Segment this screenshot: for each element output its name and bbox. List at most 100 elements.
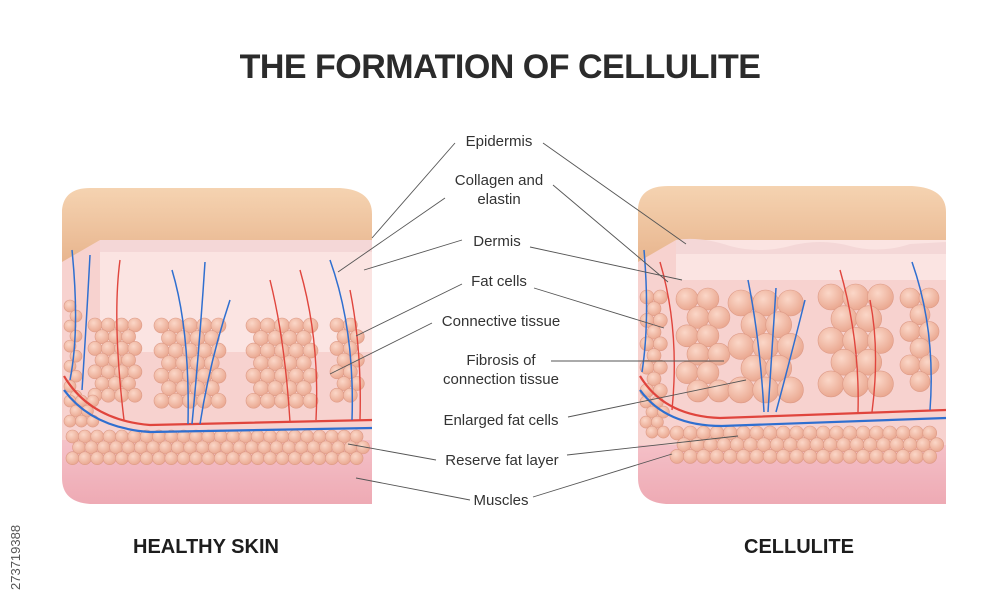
fat-cell bbox=[164, 451, 179, 466]
fat-cell bbox=[842, 449, 858, 464]
fat-cell bbox=[275, 451, 290, 466]
fat-cell bbox=[696, 287, 720, 311]
fat-cell bbox=[882, 449, 898, 464]
label-connective-tissue: Connective tissue bbox=[441, 313, 561, 330]
fat-cell bbox=[651, 415, 664, 429]
fat-cell bbox=[918, 354, 940, 376]
label-fibrosis: Fibrosis of connection tissue bbox=[443, 352, 559, 388]
fat-cell bbox=[295, 355, 312, 371]
healthy-skin-block bbox=[62, 188, 373, 504]
label-epidermis: Epidermis bbox=[465, 133, 533, 150]
fat-cell bbox=[201, 451, 216, 466]
fat-cell bbox=[802, 449, 818, 464]
fat-cell bbox=[652, 313, 668, 328]
fat-cell bbox=[762, 449, 778, 464]
fat-cell bbox=[652, 359, 668, 375]
fat-cell bbox=[736, 449, 751, 464]
fat-cell bbox=[295, 380, 312, 397]
fat-cell bbox=[842, 370, 870, 398]
label-dermis: Dermis bbox=[473, 233, 521, 250]
fat-cell bbox=[203, 380, 220, 397]
fat-cell bbox=[646, 348, 662, 363]
fat-cell bbox=[78, 451, 92, 466]
fat-cell bbox=[210, 317, 227, 334]
label-enlarged-fat-cells: Enlarged fat cells bbox=[443, 412, 559, 429]
fat-cell bbox=[765, 311, 793, 339]
fat-cell bbox=[245, 392, 262, 409]
fat-cell bbox=[707, 379, 731, 403]
fat-cell bbox=[127, 387, 143, 403]
fat-cell bbox=[652, 289, 668, 305]
fat-cell bbox=[337, 451, 352, 466]
fat-cell bbox=[213, 451, 228, 466]
fat-cell bbox=[189, 451, 203, 466]
fat-cell bbox=[153, 392, 170, 409]
fat-cell bbox=[645, 425, 659, 439]
cellulite-epidermis bbox=[638, 186, 946, 262]
fat-cell bbox=[312, 451, 327, 466]
fat-cell bbox=[342, 387, 358, 403]
fat-cell bbox=[707, 342, 731, 366]
healthy-vessels bbox=[63, 249, 373, 434]
fat-cell bbox=[909, 449, 924, 464]
fat-cell bbox=[696, 449, 711, 464]
fat-cell bbox=[867, 283, 894, 311]
label-reserve-fat-layer: Reserve fat layer bbox=[445, 452, 559, 469]
fat-cell bbox=[867, 327, 894, 354]
fat-cell bbox=[356, 440, 370, 455]
healthy-reserve-fat bbox=[63, 394, 370, 466]
cellulite-enlarged-fat-cells bbox=[639, 283, 940, 404]
fat-cell bbox=[226, 451, 240, 466]
fat-cell bbox=[646, 371, 662, 387]
fat-cell bbox=[263, 451, 277, 466]
fat-cell bbox=[238, 451, 253, 466]
fat-cell bbox=[815, 449, 831, 464]
fat-cell bbox=[669, 449, 685, 464]
fat-cell bbox=[829, 449, 844, 464]
fat-cell bbox=[707, 306, 731, 329]
leader-lines bbox=[329, 142, 747, 501]
fat-cell bbox=[652, 336, 668, 352]
fat-cell bbox=[686, 379, 710, 403]
fat-cell bbox=[121, 329, 136, 345]
fat-cell bbox=[121, 352, 136, 368]
label-muscles: Muscles bbox=[473, 492, 529, 509]
fat-cell bbox=[922, 425, 938, 441]
fat-cell bbox=[709, 449, 725, 464]
fat-cell bbox=[210, 392, 227, 409]
caption-cellulite: CELLULITE bbox=[744, 536, 854, 558]
fat-cell bbox=[139, 451, 154, 466]
healthy-fat-cells bbox=[63, 299, 365, 409]
fat-cell bbox=[909, 371, 931, 392]
fat-cell bbox=[288, 392, 305, 409]
fat-cell bbox=[776, 449, 791, 464]
fat-cell bbox=[176, 451, 191, 466]
fat-cell bbox=[152, 451, 166, 466]
fat-cell bbox=[102, 451, 117, 466]
fat-cell bbox=[749, 449, 765, 464]
cellulite-reserve-fat bbox=[639, 395, 945, 464]
fat-cell bbox=[127, 317, 143, 333]
fat-cell bbox=[696, 361, 720, 384]
fat-cell bbox=[259, 392, 276, 409]
fat-cell bbox=[817, 370, 845, 398]
fat-cell bbox=[302, 392, 319, 409]
fat-cell bbox=[682, 449, 698, 464]
fat-cell bbox=[922, 449, 938, 464]
fat-cell bbox=[349, 451, 364, 466]
diagram-title: THE FORMATION OF CELLULITE bbox=[239, 48, 761, 86]
label-fat-cells: Fat cells bbox=[471, 273, 527, 290]
fat-cell bbox=[329, 387, 345, 403]
fat-cell bbox=[752, 376, 780, 404]
fat-cell bbox=[867, 370, 894, 398]
fat-cell bbox=[789, 449, 805, 464]
fat-cell bbox=[929, 437, 945, 453]
fat-cell bbox=[722, 449, 738, 464]
fat-cell bbox=[895, 449, 911, 464]
fat-cell bbox=[250, 451, 265, 466]
fat-cell bbox=[325, 451, 339, 466]
fat-cell bbox=[127, 341, 143, 356]
fat-cell bbox=[855, 449, 871, 464]
cellulite-block bbox=[638, 186, 947, 504]
